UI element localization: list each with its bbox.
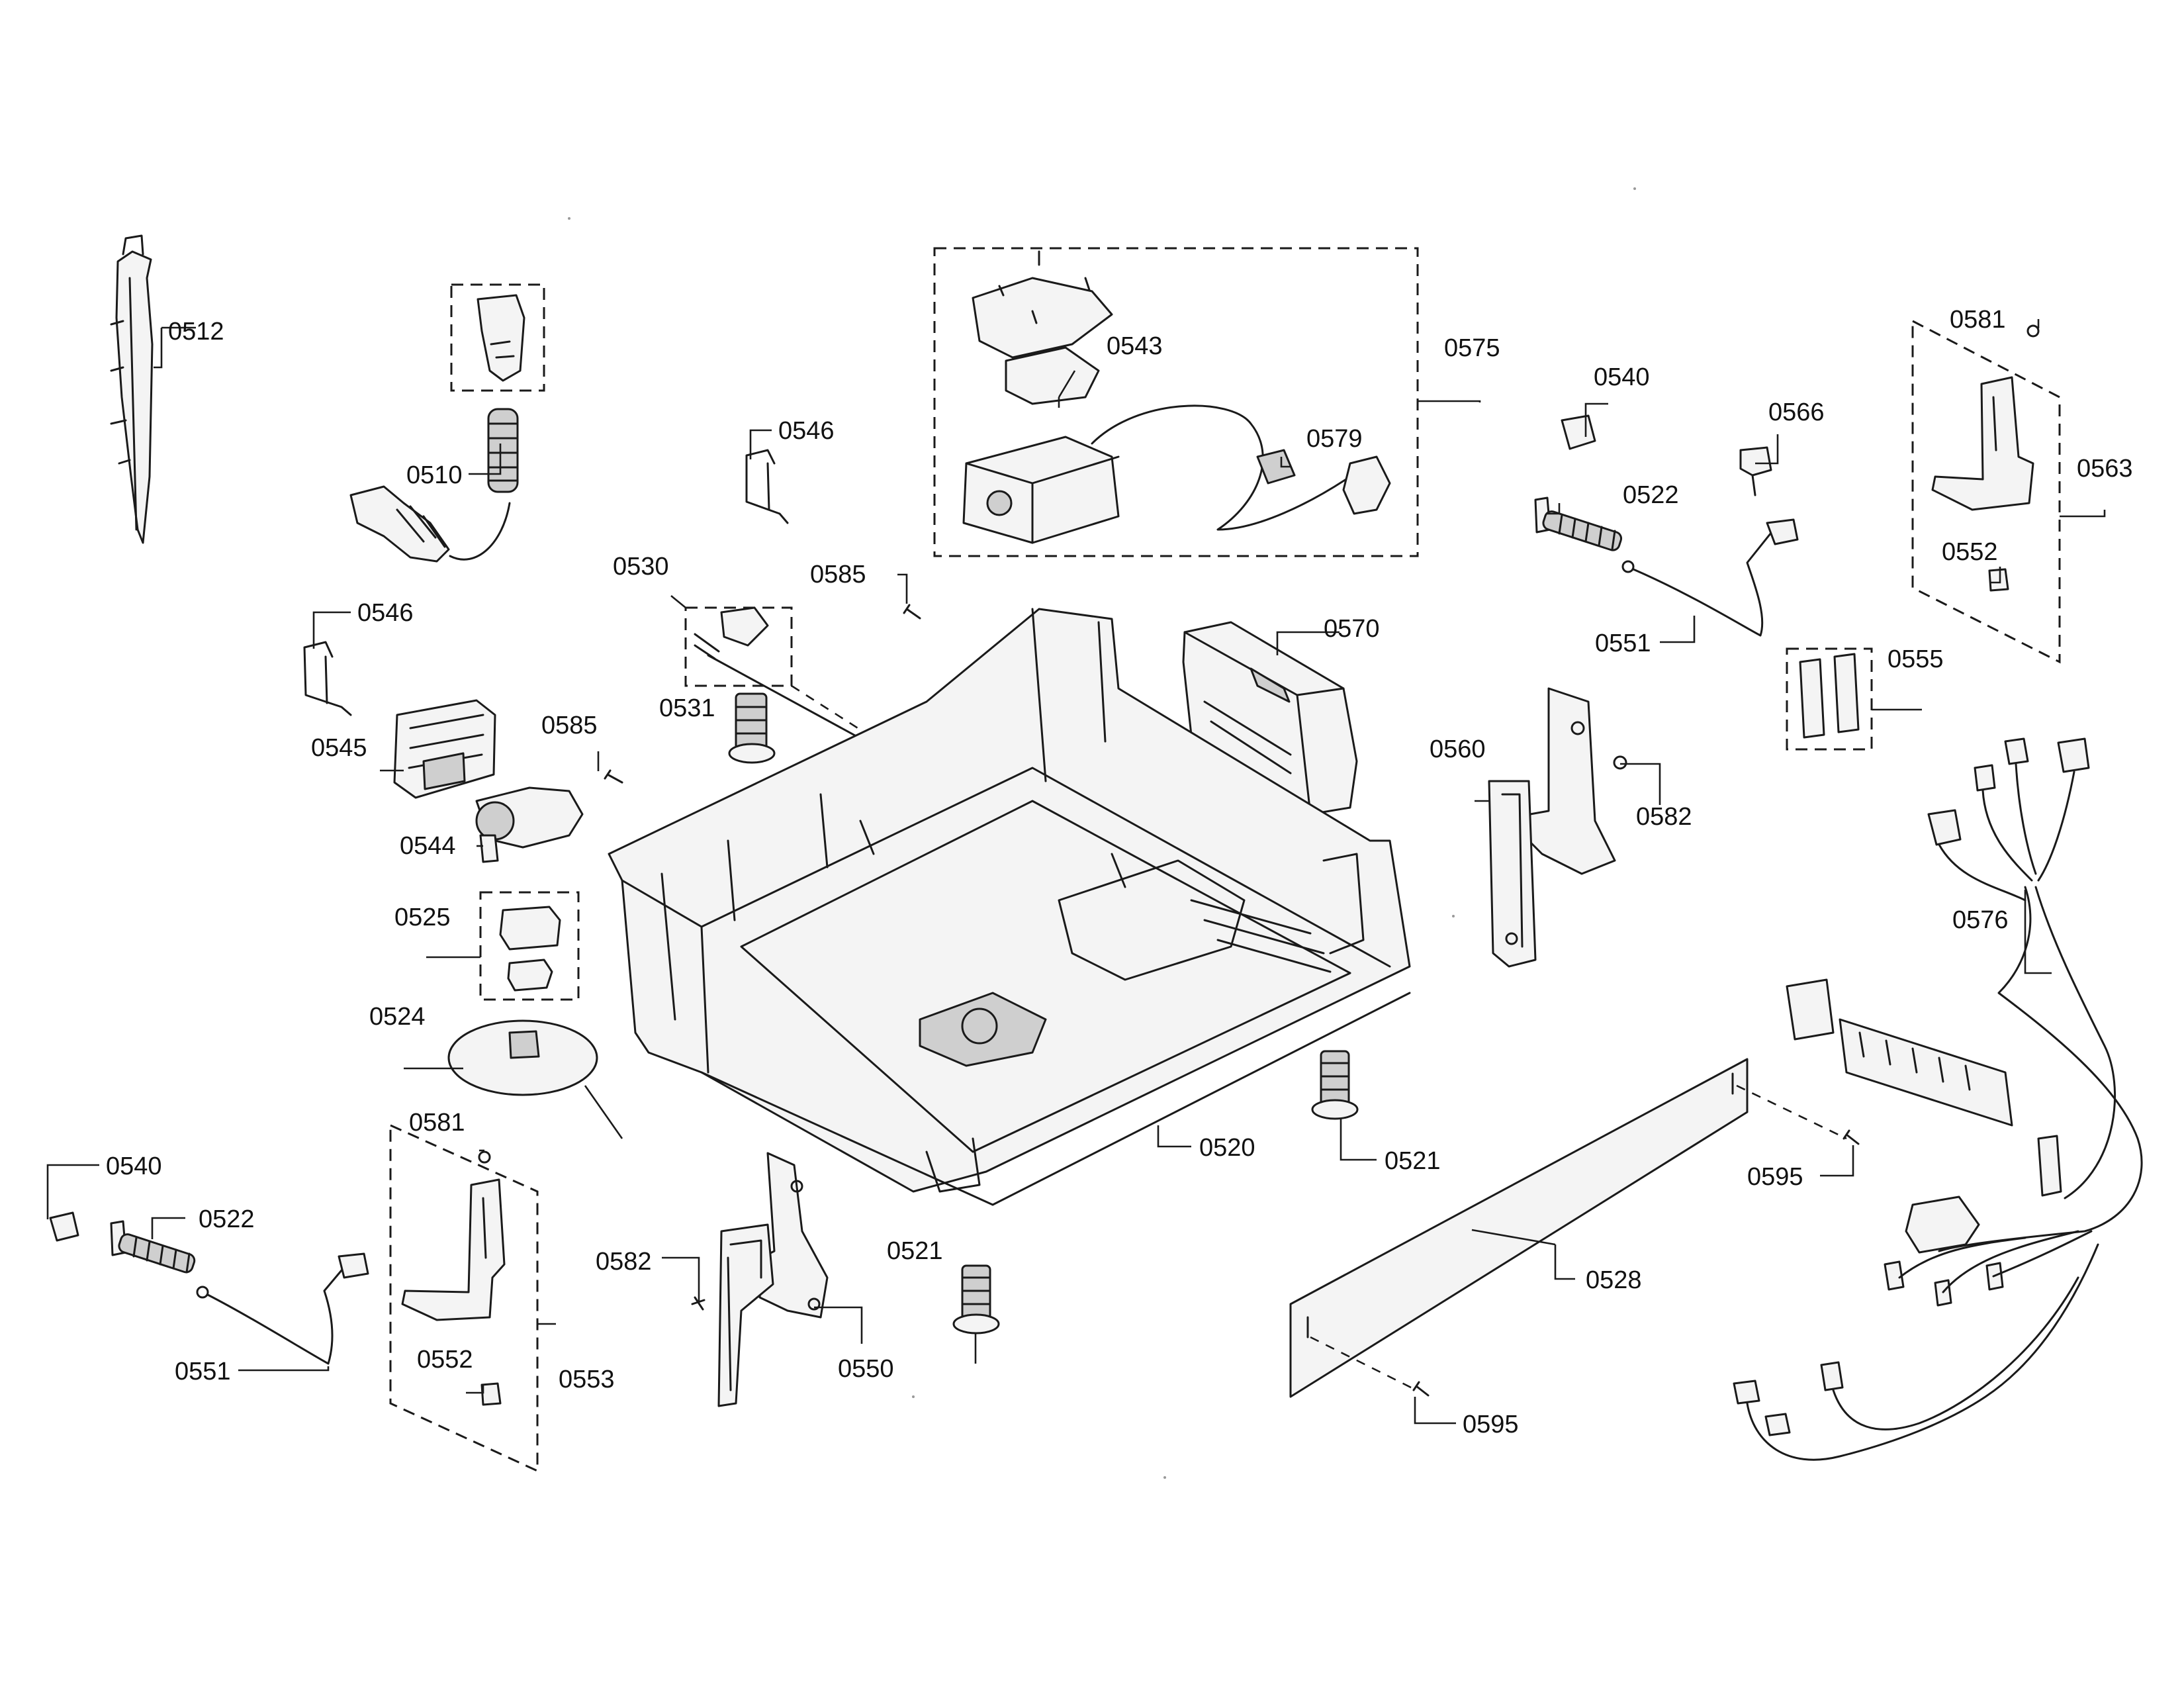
callout-0520: 0520 [1199,1134,1255,1162]
part-0575-heater-kit [933,247,1419,557]
part-0522-spring-upper [1534,496,1623,551]
part-0551-cable-lower [196,1252,369,1365]
part-0521-foot-right [1311,1050,1359,1120]
part-0546-clip-left [303,641,352,716]
callout-0579: 0579 [1306,425,1363,453]
part-0563-hinge-kit-right [1911,319,2061,664]
callout-0595-right: 0595 [1747,1163,1803,1191]
callout-0570: 0570 [1324,615,1380,643]
part-0551-cable-upper [1621,518,1799,637]
callout-0522-lower: 0522 [199,1205,255,1233]
callout-0551-lower: 0551 [175,1358,231,1385]
part-0570-control-module [1182,621,1358,816]
part-0555-clips [1786,647,1873,751]
callout-0545: 0545 [311,734,367,762]
callout-0560: 0560 [1430,735,1486,763]
callout-0546-left: 0546 [357,599,414,627]
callout-0582-lower: 0582 [596,1248,652,1276]
scan-specks [568,187,1636,1479]
callout-0575: 0575 [1444,334,1500,362]
part-0585-screw-upper [903,604,921,620]
callout-0521-right: 0521 [1385,1147,1441,1175]
part-0582-screw-lower [691,1296,705,1311]
part-0512-guide-rail [110,234,154,544]
callout-0551-upper: 0551 [1595,630,1651,657]
callout-0521-lower: 0521 [887,1237,943,1265]
callout-0522-upper: 0522 [1623,481,1679,509]
callout-0555: 0555 [1888,645,1944,673]
part-0550-hinge-bracket [717,1152,829,1407]
callout-0576: 0576 [1952,906,2009,934]
callout-0553: 0553 [559,1366,615,1393]
part-0540-switch-lower [49,1211,79,1242]
callout-0566: 0566 [1768,399,1825,426]
part-0582-screw-right [1613,755,1627,770]
callout-0531: 0531 [659,694,715,722]
part-0566-sensor [1739,446,1772,496]
leader-lines [46,319,2106,1425]
callout-0595-lower: 0595 [1463,1411,1519,1438]
part-0531-leveling-foot [728,692,776,764]
callout-0581-right: 0581 [1950,306,2006,334]
part-0528-toe-kick-panel [1289,1058,1847,1398]
callout-0552-upper: 0552 [1942,538,1998,566]
callout-0530: 0530 [613,553,669,581]
part-0553-hinge-kit-left [389,1123,539,1473]
callout-0550: 0550 [838,1355,894,1383]
part-0521-foot-lower [952,1264,1000,1335]
part-0546-clip-upper [745,449,789,524]
part-0560-hinge-bracket [1488,687,1616,968]
callout-0524: 0524 [369,1003,426,1031]
callout-0582-right: 0582 [1636,803,1692,831]
part-0595-screw-right [1843,1129,1860,1145]
callout-0552-lower: 0552 [417,1346,473,1374]
callout-0546-upper: 0546 [778,417,835,445]
callout-0543: 0543 [1107,332,1163,360]
callout-0528: 0528 [1586,1266,1642,1294]
callout-0540-lower: 0540 [106,1152,162,1180]
callout-0585-left: 0585 [541,712,598,739]
part-0585-screw-left [604,769,623,784]
callout-0581-left: 0581 [409,1109,465,1137]
part-0595-screw-lower [1412,1381,1430,1397]
part-0540-switch-upper [1561,414,1596,450]
part-0522-spring-lower [110,1220,196,1274]
callout-0544: 0544 [400,832,456,860]
callout-0585-upper: 0585 [810,561,866,588]
callout-0510: 0510 [406,461,463,489]
callout-0563: 0563 [2077,455,2133,483]
callout-0525: 0525 [394,904,451,931]
callout-0540-upper: 0540 [1594,363,1650,391]
part-0525-connector-kit [479,891,580,1001]
callout-0512: 0512 [168,318,224,346]
part-0524-sump-cover [447,1019,623,1139]
part-0520-base-frame [608,608,1411,1206]
part-0510-inlet-hose [349,283,545,563]
part-0576-wiring-harness [1733,737,2143,1461]
part-0544-water-valve [475,786,584,863]
part-0545-latch-housing [393,699,496,799]
